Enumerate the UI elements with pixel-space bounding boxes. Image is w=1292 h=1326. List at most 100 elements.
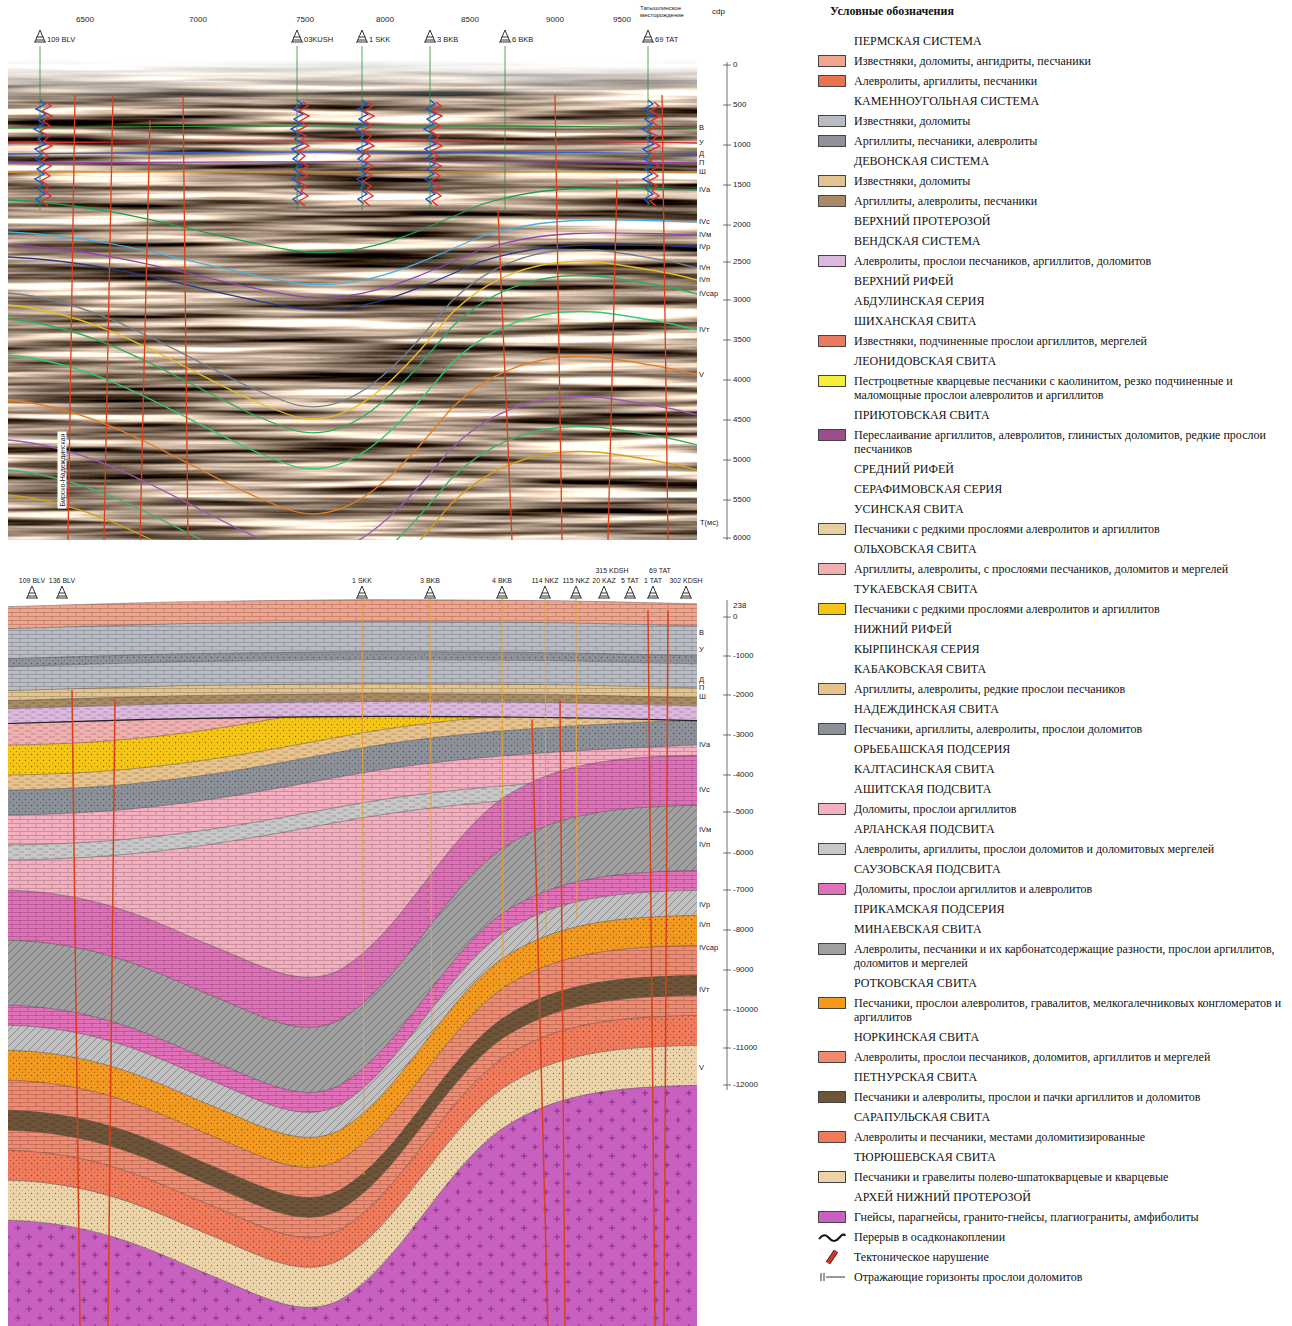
axis-label: В bbox=[699, 124, 704, 132]
legend-text: Доломиты, прослои аргиллитов bbox=[854, 802, 1286, 816]
seismic-section bbox=[8, 60, 697, 105]
legend-entry: Песчаники с редкими прослоями алевролито… bbox=[818, 602, 1286, 616]
legend-entry: Аргиллиты, алевролиты, песчаники bbox=[818, 194, 1286, 208]
well-trace bbox=[40, 46, 648, 210]
axis-label: 2500 bbox=[733, 258, 751, 266]
legend-text: Аргиллиты, алевролиты, с прослоями песча… bbox=[854, 562, 1286, 576]
legend-entry: Перерыв в осадконакоплении bbox=[818, 1230, 1286, 1244]
axis-label: У bbox=[699, 139, 704, 147]
axis-label: IVм bbox=[699, 826, 711, 834]
legend-heading: ВЕРХНИЙ ПРОТЕРОЗОЙ bbox=[818, 214, 1286, 228]
legend-heading: ОЛЬХОВСКАЯ СВИТА bbox=[818, 542, 1286, 556]
legend-heading: ТЮРЮШЕВСКАЯ СВИТА bbox=[818, 1150, 1286, 1164]
well-trace bbox=[362, 46, 363, 210]
legend-swatch bbox=[818, 1051, 846, 1063]
legend-swatch bbox=[818, 1131, 846, 1143]
fault-line bbox=[498, 210, 512, 540]
legend-heading: НАДЕЖДИНСКАЯ СВИТА bbox=[818, 702, 1286, 716]
well-rig-icon bbox=[539, 586, 551, 598]
legend-heading: КАМЕННОУГОЛЬНАЯ СИСТЕМА bbox=[818, 94, 1286, 108]
legend-text: Известняки, доломиты bbox=[854, 114, 1286, 128]
well-log bbox=[34, 100, 660, 206]
legend-text: Гнейсы, парагнейсы, гранито-гнейсы, плаг… bbox=[854, 1210, 1286, 1224]
axis-label: IVп bbox=[699, 276, 710, 284]
fault-line bbox=[104, 95, 113, 540]
legend-heading: ЛЕОНИДОВСКАЯ СВИТА bbox=[818, 354, 1286, 368]
legend-heading: НИЖНИЙ РИФЕЙ bbox=[818, 622, 1286, 636]
legend-entry: Алевролиты, прослои песчаников, аргиллит… bbox=[818, 254, 1286, 268]
legend-entry: Песчаники, прослои алевролитов, гравалит… bbox=[818, 996, 1286, 1024]
legend-heading: САУЗОВСКАЯ ПОДСВИТА bbox=[818, 862, 1286, 876]
legend-entry: Аргиллиты, песчаники, алевролиты bbox=[818, 134, 1286, 148]
legend-heading: ДЕВОНСКАЯ СИСТЕМА bbox=[818, 154, 1286, 168]
well-rig-icon bbox=[496, 586, 508, 598]
axis-label: 8500 bbox=[461, 16, 479, 24]
axis-label: П bbox=[699, 159, 704, 167]
axis-label: 03KUSH bbox=[304, 36, 333, 44]
legend-text: Аргиллиты, песчаники, алевролиты bbox=[854, 134, 1286, 148]
legend-text: Алевролиты, песчаники и их карбонатсодер… bbox=[854, 942, 1286, 970]
well-rig-icon bbox=[424, 30, 436, 42]
well-trace bbox=[648, 46, 649, 210]
legend-swatch bbox=[818, 375, 846, 387]
axis-label: IVр bbox=[699, 901, 710, 909]
legend-entry: Тектоническое нарушение bbox=[818, 1250, 1286, 1264]
well-trace bbox=[297, 46, 298, 210]
axis-label: 69 TAT bbox=[649, 567, 671, 574]
legend-heading: АРЛАНСКАЯ ПОДСВИТА bbox=[818, 822, 1286, 836]
legend-heading: АБДУЛИНСКАЯ СЕРИЯ bbox=[818, 294, 1286, 308]
legend-heading: УСИНСКАЯ СВИТА bbox=[818, 502, 1286, 516]
legend-heading: РОТКОВСКАЯ СВИТА bbox=[818, 976, 1286, 990]
legend-text: Песчаники, прослои алевролитов, гравалит… bbox=[854, 996, 1286, 1024]
axis-label: 1 SKK bbox=[352, 577, 372, 584]
legend-heading: ОРЬЕБАШСКАЯ ПОДСЕРИЯ bbox=[818, 742, 1286, 756]
legend-swatch bbox=[818, 115, 846, 127]
well-rig-icon bbox=[424, 586, 436, 598]
well-trace bbox=[430, 46, 431, 210]
seismic-section bbox=[8, 60, 697, 540]
axis-label: 3500 bbox=[733, 336, 751, 344]
legend-entry: Известняки, доломиты, ангидриты, песчани… bbox=[818, 54, 1286, 68]
axis-label: 114 NKZ bbox=[531, 577, 558, 584]
axis-label: IVн bbox=[699, 264, 710, 272]
legend-text: Отражающие горизонты прослои доломитов bbox=[854, 1270, 1286, 1284]
seismic-horizon bbox=[8, 452, 697, 540]
section-name: Бирско-Надеждинская bbox=[58, 431, 67, 508]
axis-label: 7000 bbox=[189, 16, 207, 24]
axis-label: 136 BLV bbox=[49, 577, 75, 584]
legend-swatch bbox=[818, 683, 846, 695]
legend-symbol bbox=[818, 1270, 846, 1284]
fault-line bbox=[68, 95, 75, 540]
legend-swatch bbox=[818, 997, 846, 1009]
axis-label: -4000 bbox=[733, 771, 753, 779]
seismic-horizon bbox=[8, 250, 697, 407]
fault-line bbox=[664, 610, 668, 1326]
legend-swatch bbox=[818, 883, 846, 895]
fault-line bbox=[648, 610, 655, 1326]
axis-label: 315 KDSH bbox=[595, 567, 628, 574]
legend-text: Пестроцветные кварцевые песчаники с каол… bbox=[854, 374, 1286, 402]
well-trace bbox=[362, 598, 364, 1175]
well-log bbox=[648, 102, 660, 206]
seismic-horizon bbox=[8, 141, 697, 143]
legend-text: Песчаники, аргиллиты, алевролиты, просло… bbox=[854, 722, 1286, 736]
well-rig-icon bbox=[680, 586, 692, 598]
seismic-section bbox=[8, 60, 697, 540]
axis-label: 2000 bbox=[733, 221, 751, 229]
legend: Условные обозначенияПЕРМСКАЯ СИСТЕМАИзве… bbox=[818, 4, 1286, 1290]
axis-label: 1 SKK bbox=[369, 36, 390, 44]
axis-label: Ш bbox=[699, 168, 706, 176]
axis-label: 109 BLV bbox=[47, 36, 75, 44]
legend-swatch bbox=[818, 803, 846, 815]
legend-heading: ПЕТНУРСКАЯ СВИТА bbox=[818, 1070, 1286, 1084]
axis-label: У bbox=[699, 646, 704, 654]
axis-label: 1000 bbox=[733, 141, 751, 149]
legend-entry: Аргиллиты, алевролиты, с прослоями песча… bbox=[818, 562, 1286, 576]
legend-entry: Доломиты, прослои аргиллитов bbox=[818, 802, 1286, 816]
axis-label: IVп bbox=[699, 841, 710, 849]
legend-text: Известняки, доломиты, ангидриты, песчани… bbox=[854, 54, 1286, 68]
well-rig-icon bbox=[624, 586, 636, 598]
legend-text: Переслаивание аргиллитов, алевролитов, г… bbox=[854, 428, 1286, 456]
axis-label: 20 KAZ bbox=[592, 577, 615, 584]
axis-label: 5 TAT bbox=[621, 577, 639, 584]
